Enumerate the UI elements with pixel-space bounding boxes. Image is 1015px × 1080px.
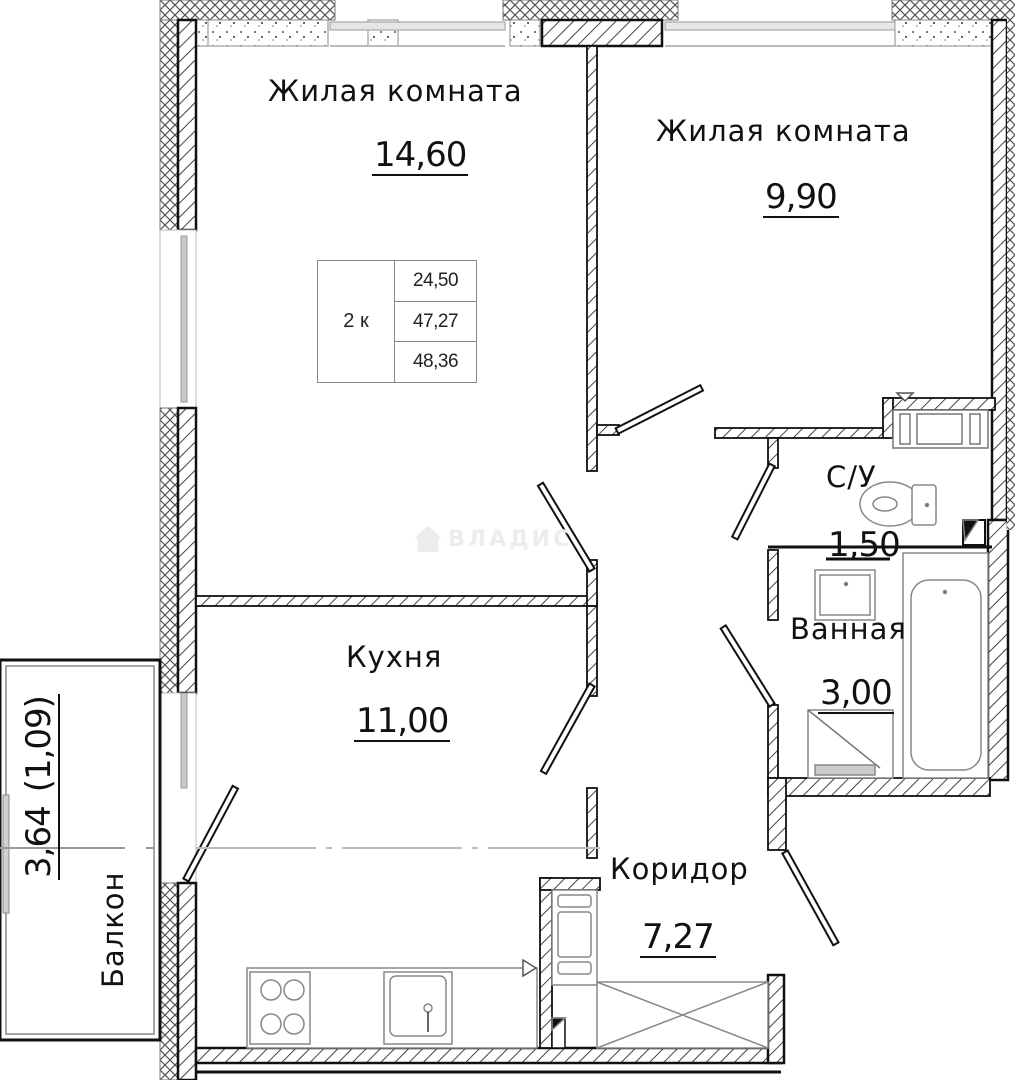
room-name-living-2: Жилая комната [656, 114, 911, 148]
toilet-fixture [859, 481, 986, 546]
room-name-toilet: С/У [826, 460, 877, 494]
corridor-closet [551, 889, 769, 1049]
watermark-text: ВЛАДИС [448, 526, 573, 552]
total-area: 47,27 [395, 300, 476, 342]
room-area-toilet: 1,50 [828, 525, 901, 565]
watermark-logo: ВЛАДИС [414, 526, 572, 552]
house-key-icon [414, 526, 442, 552]
balcony-outline [0, 658, 600, 1042]
room-name-corridor: Коридор [610, 852, 749, 886]
room-name-living-1: Жилая комната [268, 74, 523, 108]
wardrobe [892, 392, 989, 449]
room-name-balcony: Балкон [96, 871, 130, 988]
apartment-summary-table: 2 к 24,50 47,27 48,36 [317, 260, 477, 383]
total-area-with-balcony: 48,36 [395, 341, 476, 382]
room-area-living-2: 9,90 [763, 177, 839, 218]
room-name-kitchen: Кухня [346, 640, 443, 674]
bathtub [807, 552, 989, 779]
left-exterior-wall [159, 18, 198, 1080]
balcony-area-label: 3,64 (1,09) [19, 694, 60, 880]
room-area-living-1: 14,60 [372, 135, 469, 176]
living-area-total: 24,50 [412, 269, 459, 291]
room-area-bath: 3,00 [818, 673, 894, 714]
interior-partitions [195, 45, 996, 1049]
room-name-bath: Ванная [790, 612, 907, 646]
room-area-kitchen: 11,00 [354, 701, 451, 742]
top-exterior-wall [159, 0, 1015, 48]
door-leaves [181, 383, 840, 947]
kitchen-fixtures [246, 958, 538, 1049]
apartment-type: 2 к [318, 261, 395, 382]
room-area-corridor: 7,27 [640, 917, 716, 958]
balcony-area-coef: (1,09) [19, 696, 59, 793]
right-exterior-wall [986, 0, 1015, 782]
balcony-area: 3,64 [19, 806, 59, 878]
